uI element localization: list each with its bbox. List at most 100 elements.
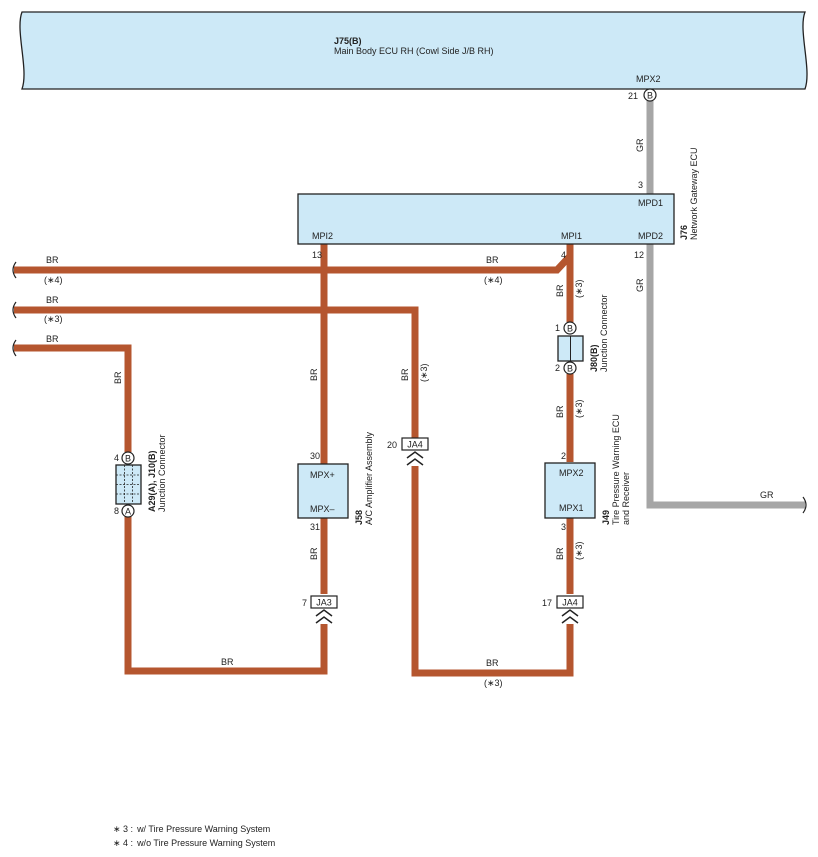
a29-pin-top-circle	[121, 451, 135, 465]
ja3-pin: 7	[302, 598, 307, 608]
wire-br-ja4-bottom	[411, 466, 574, 677]
acamp-name: A/C Amplifier Assembly	[364, 431, 374, 525]
ja4-right-label: JA4	[562, 598, 578, 608]
wire-break-mark-1	[12, 261, 17, 279]
ja3-box	[310, 595, 338, 609]
wire-br-junction-bottom	[124, 513, 328, 675]
wire-break-mark-4	[802, 496, 807, 514]
wire-note-top-right: (∗4)	[484, 275, 503, 285]
a29-id: A29(A), J10(B)	[147, 450, 157, 512]
j80-id: J80(B)	[589, 344, 599, 372]
acamp-pin-top: 30	[310, 451, 320, 461]
wire-label-br-acamp-lower: BR	[309, 547, 319, 560]
acamp-terminal-top: MPX+	[310, 470, 335, 480]
wire-label-br-left-vertical: BR	[113, 371, 123, 384]
wire-label-br-bottom-right: BR	[486, 658, 499, 668]
wire-label-br-second: BR	[46, 295, 59, 305]
wire-label-gr-3: GR	[760, 490, 774, 500]
wire-gr-gateway-to-right	[646, 244, 805, 509]
j80-name: Junction Connector	[599, 294, 609, 372]
gateway-terminal-mpd1: MPD1	[638, 198, 663, 208]
gateway-name: Network Gateway ECU	[689, 147, 699, 240]
acamp-box	[297, 463, 349, 519]
ja4-right-chevrons	[561, 609, 579, 624]
j80-pin-bottom-number: 2	[555, 363, 560, 373]
wire-label-br-tpms-upper: BR	[555, 405, 565, 418]
j80-pin-top-number: 1	[555, 323, 560, 333]
wire-label-br-mid-vertical: BR	[400, 368, 410, 381]
tpms-pin-top: 2	[561, 451, 566, 461]
ja4-right-pin: 17	[542, 598, 552, 608]
tpms-terminal-top: MPX2	[559, 468, 584, 478]
a29-connector-grid	[116, 465, 141, 504]
acamp-terminal-bottom: MPX–	[310, 504, 335, 514]
wire-br-top	[14, 244, 574, 274]
tpms-name-line1: Tire Pressure Warning ECU	[611, 414, 621, 525]
main-ecu-pin-number: 21	[628, 91, 638, 101]
main-body-ecu-box	[19, 11, 808, 90]
ja4-mid-box	[401, 437, 429, 451]
tpms-name-line2: and Receiver	[621, 472, 631, 525]
j80-pin-top-circle	[563, 321, 577, 335]
gateway-id: J76	[679, 225, 689, 240]
main-ecu-pin-circle	[643, 88, 657, 102]
legend-mark-1: ∗ 3 :	[113, 824, 133, 834]
main-body-ecu-name: Main Body ECU RH (Cowl Side J/B RH)	[334, 46, 494, 56]
acamp-pin-bottom: 31	[310, 522, 320, 532]
tpms-box	[544, 462, 596, 519]
j80-pin-bottom-letter: B	[567, 364, 573, 374]
gateway-terminal-mpd2: MPD2	[638, 231, 663, 241]
wire-label-br-tpms-lower: BR	[555, 547, 565, 560]
a29-pin-bottom-number: 8	[114, 506, 119, 516]
a29-name: Junction Connector	[157, 434, 167, 512]
legend-row-1: ∗ 3 :w/ Tire Pressure Warning System	[113, 824, 270, 834]
wire-label-gr-2: GR	[635, 278, 645, 292]
wire-label-br-acamp-upper: BR	[309, 368, 319, 381]
wire-label-br-top-left: BR	[46, 255, 59, 265]
acamp-id: J58	[354, 510, 364, 525]
ja4-mid-label: JA4	[407, 440, 423, 450]
legend-text-1: w/ Tire Pressure Warning System	[136, 824, 270, 834]
wire-label-br-bottom-left: BR	[221, 657, 234, 667]
legend: ∗ 3 :w/ Tire Pressure Warning System ∗ 4…	[113, 824, 275, 848]
main-body-ecu-id: J75(B)	[334, 36, 362, 46]
wire-label-br-third: BR	[46, 334, 59, 344]
wire-br-second	[14, 306, 419, 438]
ja4-right-box	[556, 595, 584, 609]
wire-note-tpms-lower: (∗3)	[574, 541, 584, 560]
wire-label-gr-1: GR	[635, 138, 645, 152]
ja3-chevrons	[315, 609, 333, 624]
wire-br-third	[14, 344, 132, 452]
gateway-ecu-box	[297, 193, 675, 245]
j80-pin-top-letter: B	[567, 324, 573, 334]
wire-label-br-top-right: BR	[486, 255, 499, 265]
a29-pin-top-number: 4	[114, 453, 119, 463]
main-body-ecu-terminal: MPX2	[636, 74, 661, 84]
ja4-mid-chevrons	[406, 451, 424, 466]
legend-mark-2: ∗ 4 :	[113, 838, 133, 848]
wire-note-tpms-upper: (∗3)	[574, 399, 584, 418]
gateway-pin-mpd2: 12	[634, 250, 644, 260]
gateway-pin-mpi1: 4	[561, 250, 566, 260]
j80-pin-bottom-circle	[563, 361, 577, 375]
wire-note-bottom-right: (∗3)	[484, 678, 503, 688]
tpms-id: J49	[601, 510, 611, 525]
ja3-label: JA3	[316, 598, 332, 608]
gateway-pin-mpd1: 3	[638, 180, 643, 190]
legend-row-2: ∗ 4 :w/o Tire Pressure Warning System	[113, 838, 275, 848]
wire-break-mark-3	[12, 339, 17, 357]
a29-pin-bottom-letter: A	[125, 507, 131, 517]
wire-note-j80-upper: (∗3)	[574, 279, 584, 298]
wire-label-br-j80-upper: BR	[555, 284, 565, 297]
tpms-pin-bottom: 3	[561, 522, 566, 532]
a29-pin-top-letter: B	[125, 454, 131, 464]
ja4-mid-pin: 20	[387, 440, 397, 450]
main-ecu-pin-letter: B	[647, 91, 653, 101]
a29-pin-bottom-circle	[121, 504, 135, 518]
gateway-pin-mpi2: 13	[312, 250, 322, 260]
legend-text-2: w/o Tire Pressure Warning System	[136, 838, 275, 848]
gateway-terminal-mpi1: MPI1	[561, 231, 582, 241]
gateway-terminal-mpi2: MPI2	[312, 231, 333, 241]
wire-note-mid-vertical: (∗3)	[419, 363, 429, 382]
